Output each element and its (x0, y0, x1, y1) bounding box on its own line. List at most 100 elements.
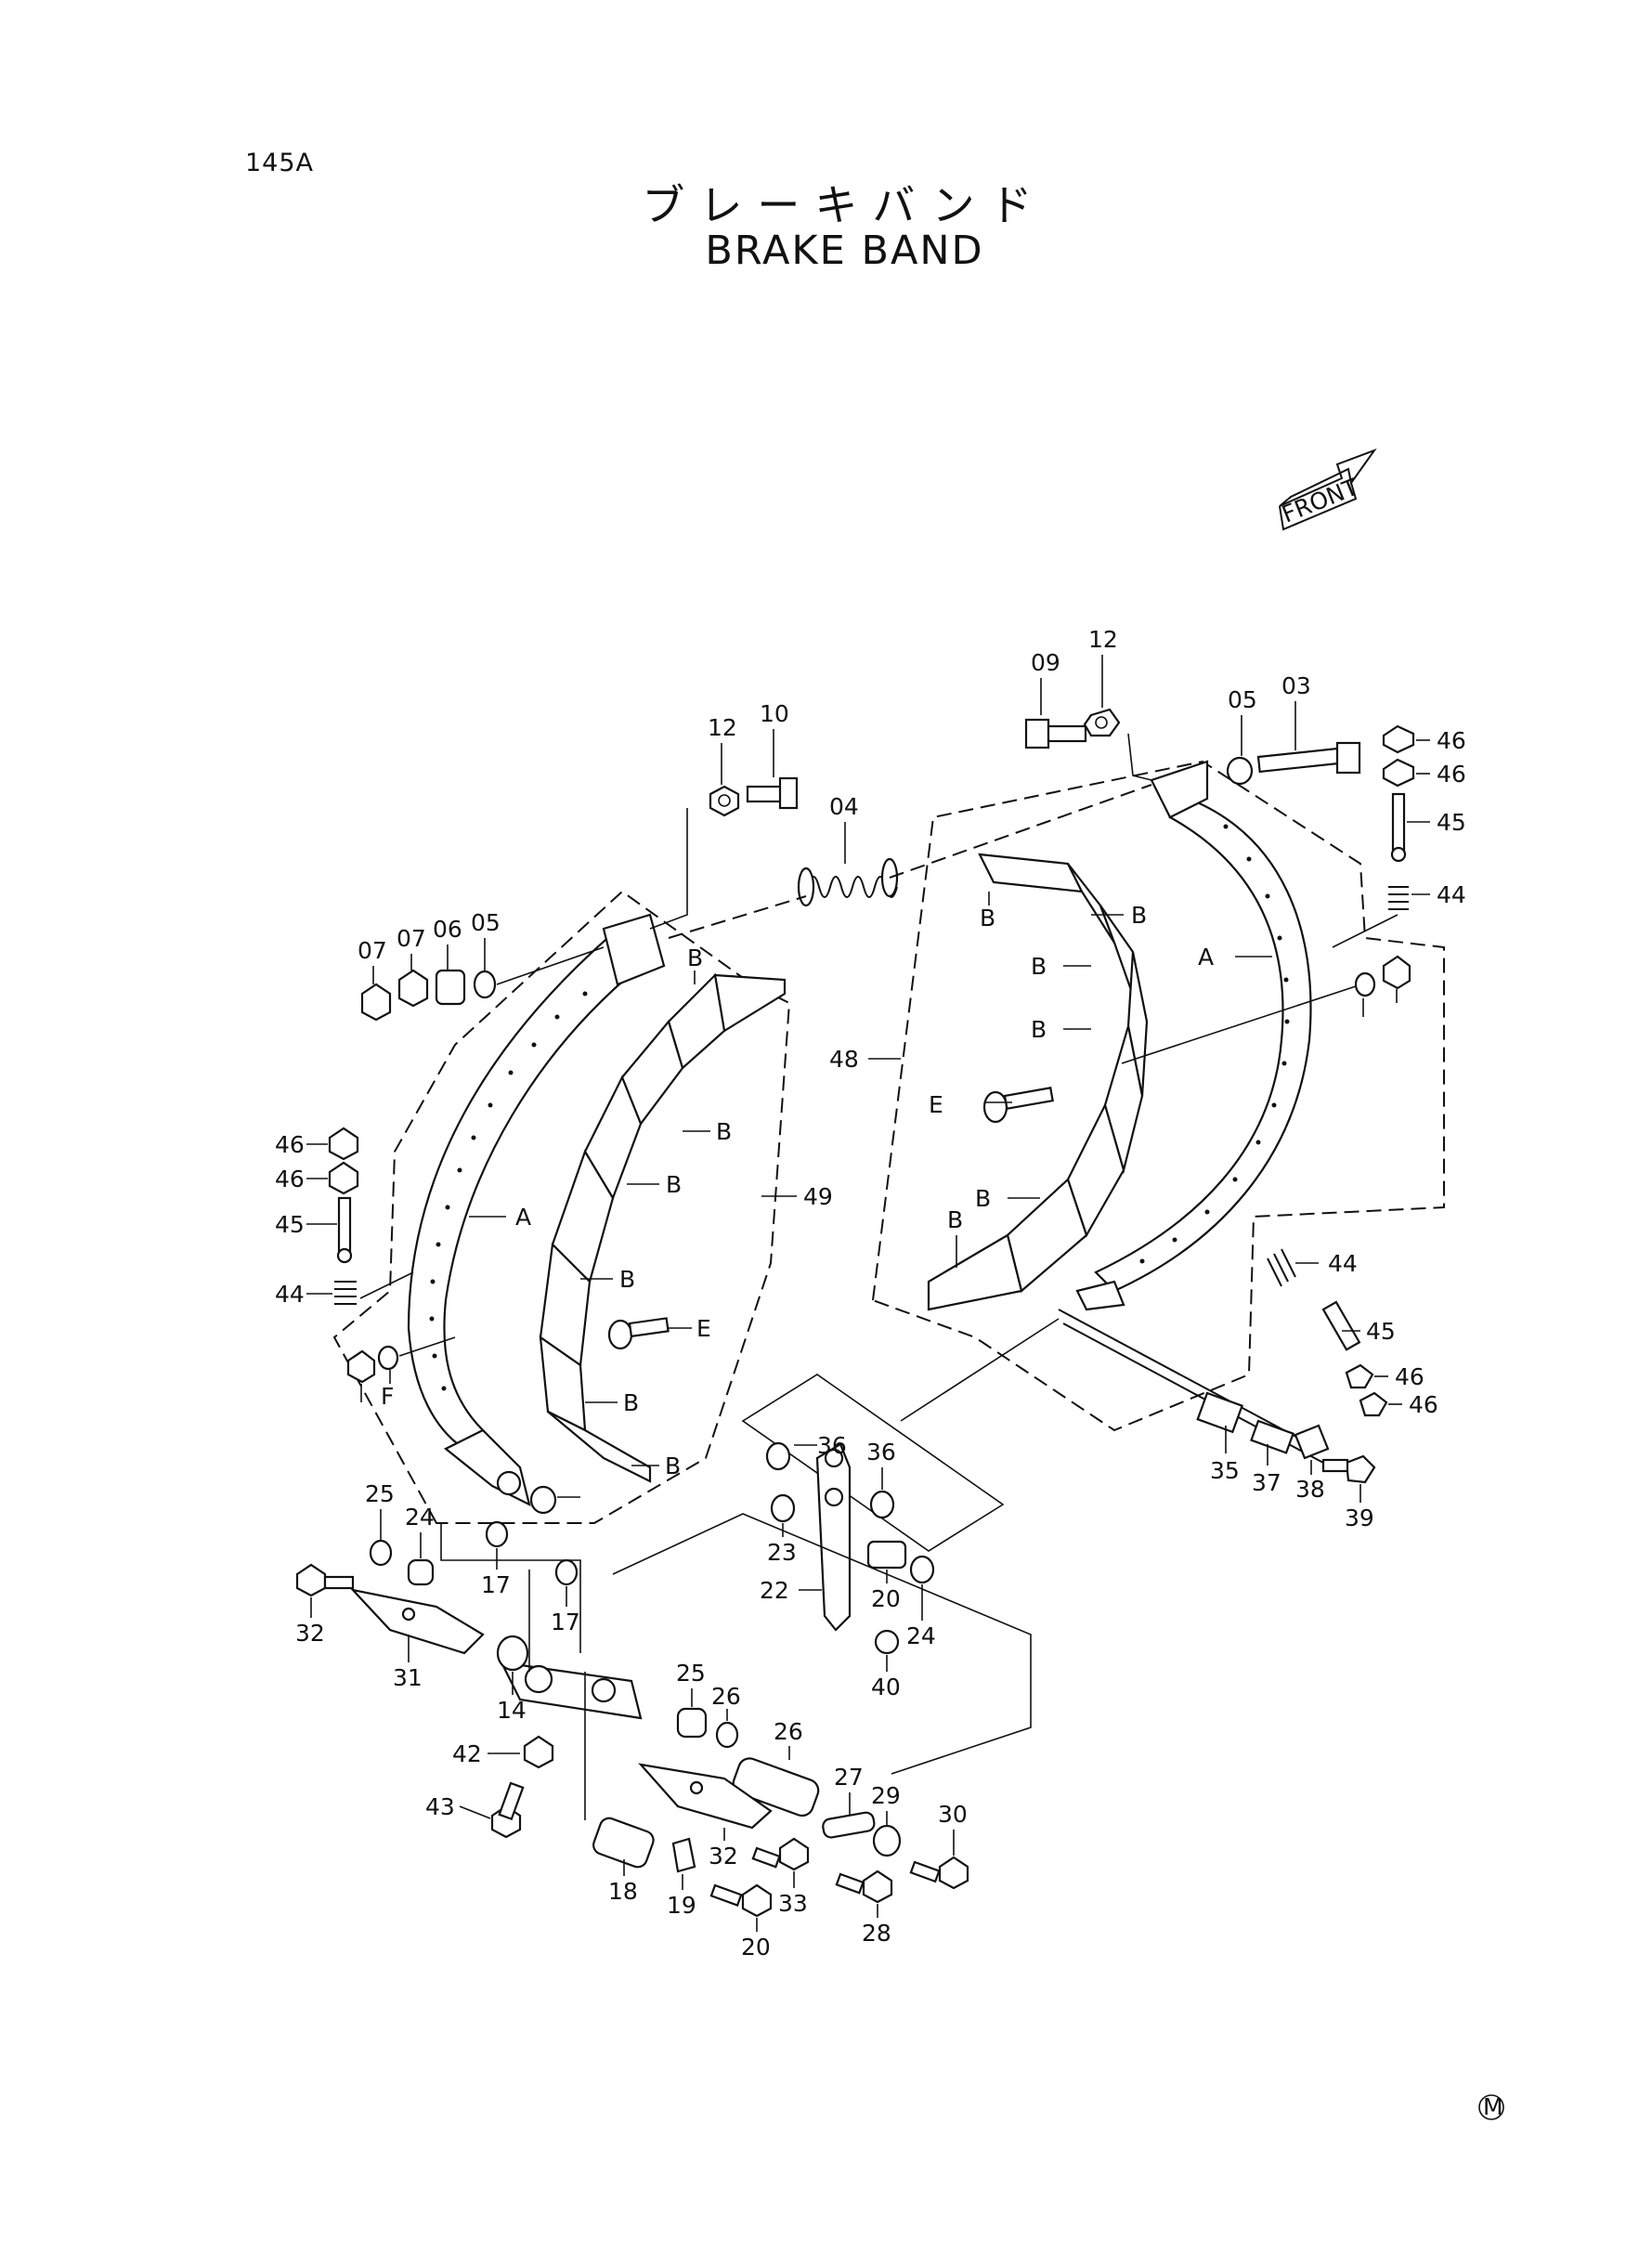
pin-37 (1250, 1419, 1294, 1454)
callout-20: 20 (741, 1934, 771, 1961)
spring-44-right-top (1388, 886, 1409, 910)
callout-44-r1: 44 (1437, 881, 1466, 908)
bushing-25-center (676, 1707, 708, 1739)
bolt-09 (1024, 718, 1087, 749)
bolt-33-left (295, 1563, 355, 1597)
bolt-31 (909, 1856, 969, 1890)
callout-22: 22 (760, 1577, 789, 1604)
callout-17-b: 17 (551, 1609, 580, 1635)
washer-36-b (869, 1490, 895, 1519)
bushing-35 (1196, 1391, 1243, 1434)
nut-43 (523, 1735, 554, 1769)
callout-38: 38 (1295, 1476, 1325, 1503)
callout-30: 29 (871, 1782, 901, 1809)
callout-37: 37 (1252, 1469, 1281, 1496)
washer-17-a (485, 1520, 509, 1548)
link-14 (496, 1635, 643, 1720)
bolt-29 (835, 1870, 893, 1904)
nut-46-left-a (328, 1127, 359, 1161)
washer-26-left (369, 1539, 393, 1567)
callout-26-center: 26 (711, 1683, 741, 1710)
bolt-c-left (607, 1317, 670, 1350)
callout-10: 10 (760, 700, 789, 727)
washer-17-b (554, 1558, 579, 1586)
callout-b-l6: B (665, 1453, 681, 1479)
callout-07-a: 07 (358, 937, 387, 964)
callout-42: 43 (425, 1793, 455, 1820)
bolt-20 (709, 1883, 773, 1918)
callout-03: 03 (1281, 672, 1311, 699)
callout-24-b: 24 (906, 1622, 936, 1649)
callout-b-r1: B (980, 905, 995, 932)
spring-04 (797, 857, 899, 907)
front-label: FRONT (1278, 473, 1362, 528)
nut-12-left (709, 785, 740, 817)
page-code: 145A (245, 149, 315, 177)
callout-25-center: 25 (676, 1660, 706, 1687)
callout-45-r1: 45 (1437, 809, 1466, 836)
nut-46-lower-a (1345, 1363, 1374, 1389)
callout-32-center: 32 (709, 1843, 738, 1870)
bushing-f (529, 1485, 557, 1515)
washer-26-center (715, 1721, 739, 1749)
bolt-42 (490, 1781, 525, 1839)
callout-12-left: 12 (708, 714, 737, 741)
right-brake-lining-segments (927, 853, 1149, 1311)
callout-45-l: 45 (275, 1211, 305, 1238)
bracket-32-left (349, 1588, 485, 1655)
assembly-outline-49 (332, 890, 791, 1524)
callout-05-top: 05 (1228, 686, 1257, 713)
left-brake-lining-segments (539, 972, 787, 1483)
callout-46-l1: 46 (275, 1131, 305, 1158)
callout-c-left: E (696, 1315, 711, 1342)
bushing-40 (874, 1629, 900, 1655)
left-brake-band-a (407, 913, 666, 1507)
callout-b-l4: B (619, 1266, 635, 1293)
callout-24-a: 23 (767, 1539, 797, 1566)
callout-23: 20 (871, 1585, 901, 1612)
bolt-03 (1256, 741, 1361, 775)
footer-mark: M (1483, 2093, 1503, 2120)
callout-b-l1: B (687, 945, 703, 971)
bolt-c-right (982, 1087, 1054, 1124)
callout-36-b: 36 (866, 1439, 896, 1466)
nut-e-left (346, 1349, 376, 1384)
callout-46-r4: 46 (1409, 1391, 1438, 1418)
callout-18: 18 (608, 1878, 638, 1905)
nut-46-right-b (1382, 758, 1415, 788)
m-mark-icon: M (1478, 2093, 1504, 2120)
washer-24-b (909, 1555, 935, 1584)
callout-d-left: F (381, 1383, 394, 1410)
washer-30 (872, 1824, 902, 1857)
callout-46-l2: 46 (275, 1166, 305, 1192)
bushing-25-left (407, 1558, 435, 1586)
washer-05-left (473, 970, 497, 999)
bolt-33-center (751, 1837, 810, 1871)
callout-33-left: 32 (295, 1620, 325, 1647)
right-band-rivet-holes (1139, 824, 1290, 1264)
callout-46-r3: 46 (1395, 1363, 1424, 1390)
callout-17-a: 17 (481, 1571, 511, 1598)
lever-22 (815, 1442, 852, 1632)
callout-40: 40 (871, 1674, 901, 1700)
callout-19: 19 (667, 1892, 696, 1919)
assembly-outline-48 (871, 760, 1445, 1432)
callout-43: 42 (452, 1740, 482, 1767)
nut-07-left-b (397, 969, 429, 1008)
callout-44-l: 44 (275, 1281, 305, 1308)
left-band-rivet-holes (429, 991, 588, 1391)
nut-12-top (1083, 708, 1121, 737)
callout-14: 14 (497, 1697, 527, 1724)
washer-36-a (765, 1441, 791, 1471)
nut-e-right (1382, 955, 1411, 990)
title-japanese: ブレーキバンド (642, 180, 1047, 230)
clip-19 (671, 1837, 696, 1873)
pin-18 (592, 1817, 655, 1869)
spacer-06 (435, 969, 466, 1006)
nut-07-left-a (360, 983, 392, 1022)
callout-49: 49 (803, 1183, 833, 1210)
callout-b-l5: B (623, 1389, 639, 1416)
callout-35: 35 (1210, 1457, 1240, 1484)
stud-45-right (1390, 792, 1407, 863)
callout-04: 04 (829, 793, 859, 820)
